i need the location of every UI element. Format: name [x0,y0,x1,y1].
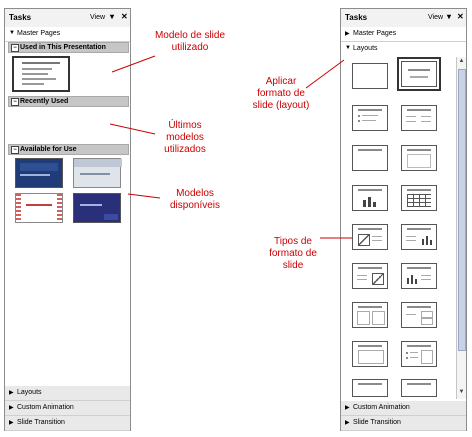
right-layouts-row[interactable]: ▼ Layouts [341,42,466,56]
used-section-label: Used in This Presentation [20,44,106,51]
right-panel-title: Tasks [345,13,368,22]
down-triangle-icon: ▼ [345,45,351,51]
layouts-scrollbar[interactable]: ▲ ▼ [456,57,466,399]
layout-clipart-text[interactable] [352,224,388,250]
scroll-thumb[interactable] [458,69,466,351]
left-panel-title: Tasks [9,13,32,22]
used-slide-thumbnail[interactable] [12,56,70,92]
arrow-aplicar [305,59,345,89]
left-view-menu[interactable]: View [90,14,106,21]
right-tasks-panel: Tasks View ▾ ✕ ▶ Master Pages ▼ Layouts … [340,8,467,431]
layouts-label: Layouts [17,389,42,396]
left-dropdown-icon[interactable]: ▾ [110,12,115,21]
right-triangle-icon: ▶ [9,390,14,396]
layout-partial-left[interactable] [352,379,388,397]
right-dropdown-icon[interactable]: ▾ [447,12,452,21]
scroll-down-icon[interactable]: ▼ [458,389,465,395]
layout-title-slide[interactable] [397,57,441,91]
collapse-icon: − [11,146,19,154]
right-layouts-label: Layouts [353,45,378,52]
slide-transition-label: Slide Transition [353,419,401,426]
custom-animation-label: Custom Animation [17,404,74,411]
annotation-aplicar: Aplicar formato de slide (layout) [252,76,310,111]
annotation-ultimos: Últimos modelos utilizados [164,120,206,155]
left-tasks-panel: Tasks View ▾ ✕ ▼ Master Pages − Used in … [4,8,131,431]
annotation-tipos: Tipos de formato de slide [269,236,317,271]
custom-animation-label: Custom Animation [353,404,410,411]
layout-text-two-objects[interactable] [401,302,437,328]
right-triangle-icon: ▶ [9,405,14,411]
layout-object[interactable] [352,341,388,367]
left-custom-animation-row[interactable]: ▶ Custom Animation [5,401,130,416]
recently-used-header[interactable]: − Recently Used [8,96,129,107]
layout-two-objects[interactable] [352,302,388,328]
collapse-icon: − [11,44,19,52]
layout-chart[interactable] [352,185,388,211]
layout-text-clipart[interactable] [352,263,388,289]
left-close-icon[interactable]: ✕ [121,12,128,21]
layout-two-content[interactable] [401,105,437,131]
layout-partial-right[interactable] [401,379,437,397]
right-triangle-icon: ▶ [9,420,14,426]
slide-transition-label: Slide Transition [17,419,65,426]
right-master-pages-row[interactable]: ▶ Master Pages [341,27,466,42]
left-master-pages-row[interactable]: ▼ Master Pages [5,27,130,42]
available-slide-thumbnail[interactable] [73,158,122,188]
scroll-up-icon[interactable]: ▲ [458,58,465,64]
layout-blank[interactable] [352,63,388,89]
right-slide-transition-row[interactable]: ▶ Slide Transition [341,416,466,431]
left-slide-transition-row[interactable]: ▶ Slide Transition [5,416,130,431]
right-view-menu[interactable]: View [428,14,444,21]
layout-title-content[interactable] [352,105,388,131]
arrow-modelo [111,55,156,73]
left-master-pages-triangle-icon: ▼ [9,30,15,36]
layout-text-chart[interactable] [401,224,437,250]
right-triangle-icon: ▶ [345,420,350,426]
right-triangle-icon: ▶ [345,405,350,411]
available-section-label: Available for Use [20,146,77,153]
available-slide-thumbnail[interactable] [73,193,121,223]
collapse-icon: − [11,98,19,106]
available-slide-thumbnail[interactable] [15,193,63,223]
right-titlebar: Tasks View ▾ ✕ [341,9,466,28]
annotation-disponiveis: Modelos disponíveis [169,188,221,211]
left-master-pages-label: Master Pages [17,30,61,37]
layout-title-only[interactable] [352,145,388,171]
annotation-modelo: Modelo de slide utilizado [154,30,226,53]
right-close-icon[interactable]: ✕ [457,12,464,21]
used-in-presentation-header[interactable]: − Used in This Presentation [8,42,129,53]
layout-text-object[interactable] [401,341,437,367]
right-triangle-icon: ▶ [345,31,350,37]
arrow-disponiveis [127,193,161,199]
layout-title-text[interactable] [401,145,437,171]
right-master-pages-label: Master Pages [353,30,397,37]
layout-table[interactable] [401,185,437,211]
arrow-ultimos [109,123,156,135]
available-slide-thumbnail[interactable] [15,158,63,188]
left-layouts-row[interactable]: ▶ Layouts [5,386,130,401]
layout-chart-text[interactable] [401,263,437,289]
right-custom-animation-row[interactable]: ▶ Custom Animation [341,401,466,416]
recent-section-label: Recently Used [20,98,69,105]
available-for-use-header[interactable]: − Available for Use [8,144,129,155]
